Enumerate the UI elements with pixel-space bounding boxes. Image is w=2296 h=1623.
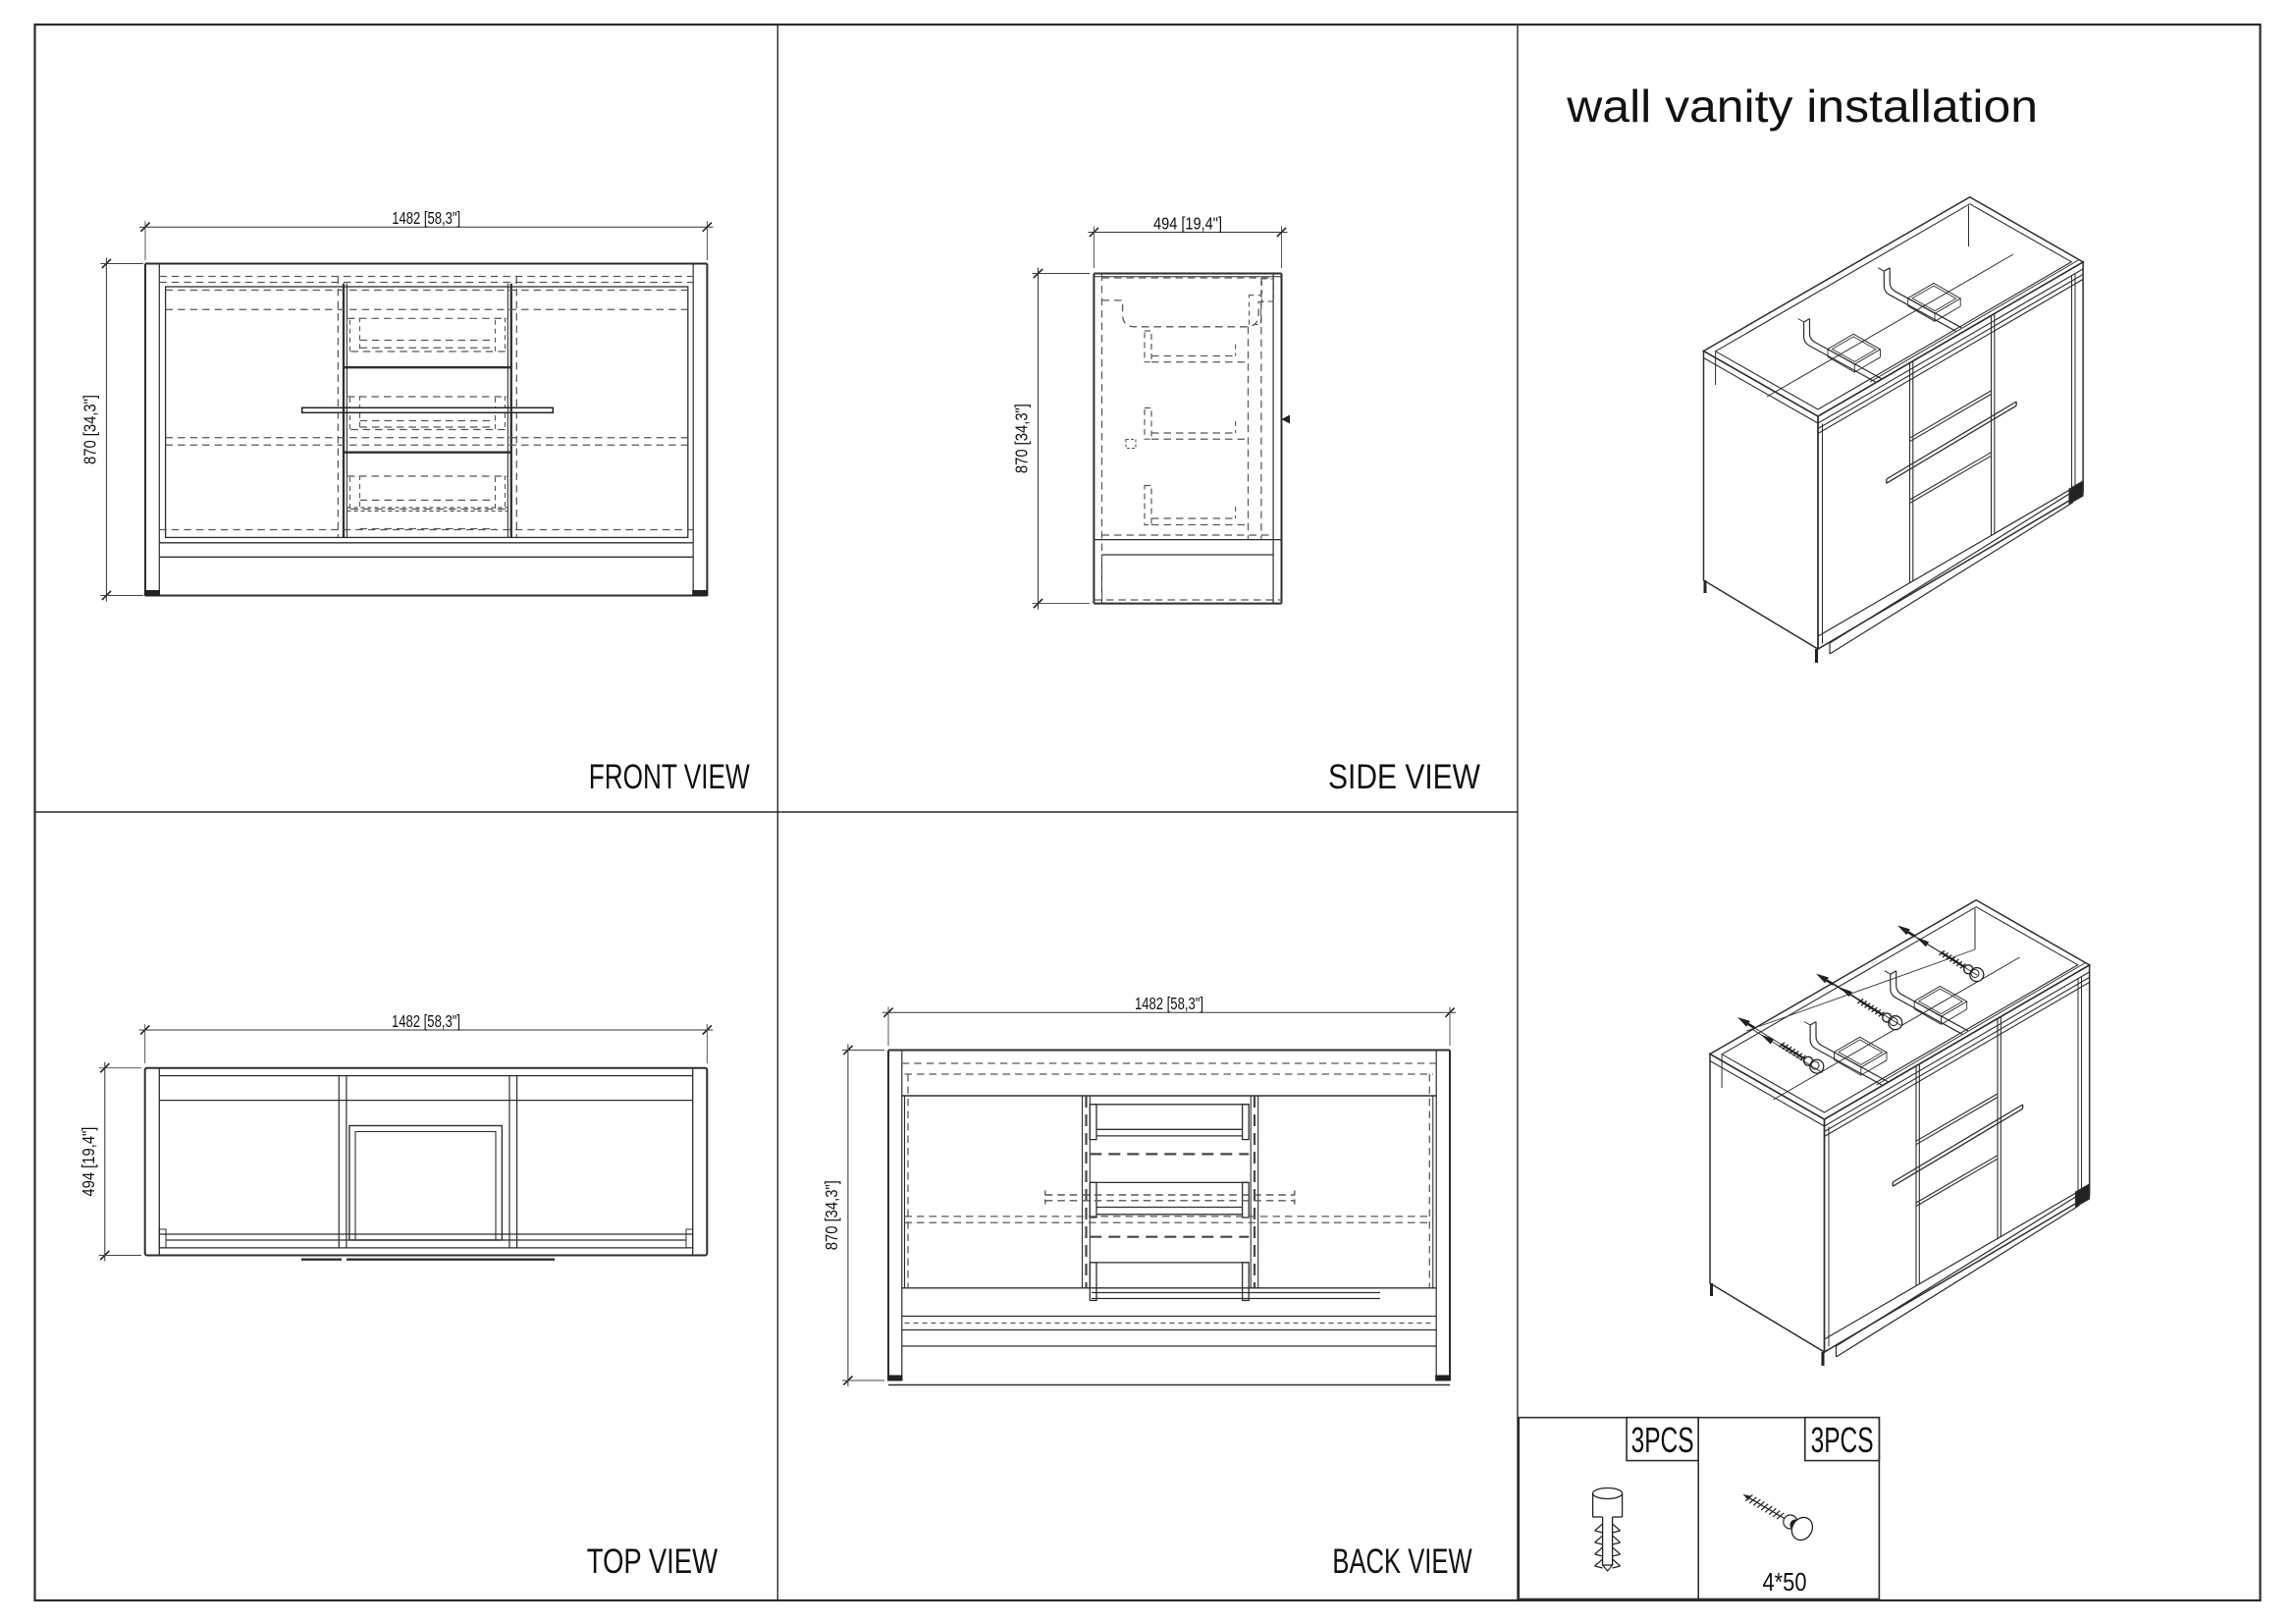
svg-text:3PCS: 3PCS: [1811, 1420, 1874, 1460]
svg-text:494 [19,4"]: 494 [19,4"]: [1153, 213, 1222, 233]
svg-text:870 [34,3"]: 870 [34,3"]: [1012, 404, 1032, 473]
svg-text:FRONT VIEW: FRONT VIEW: [589, 758, 750, 796]
svg-text:wall vanity installation: wall vanity installation: [1566, 81, 2038, 132]
svg-text:4*50: 4*50: [1763, 1567, 1807, 1596]
svg-text:870 [34,3"]: 870 [34,3"]: [822, 1180, 841, 1250]
svg-text:1482 [58,3"]: 1482 [58,3"]: [392, 1011, 460, 1031]
svg-text:BACK VIEW: BACK VIEW: [1332, 1542, 1471, 1581]
svg-text:3PCS: 3PCS: [1631, 1420, 1694, 1460]
svg-text:870 [34,3"]: 870 [34,3"]: [80, 395, 100, 464]
svg-text:TOP VIEW: TOP VIEW: [587, 1542, 718, 1581]
svg-text:SIDE VIEW: SIDE VIEW: [1328, 758, 1480, 796]
svg-text:1482 [58,3"]: 1482 [58,3"]: [392, 208, 460, 228]
svg-text:494 [19,4"]: 494 [19,4"]: [79, 1127, 98, 1197]
svg-text:1482 [58,3"]: 1482 [58,3"]: [1135, 994, 1203, 1013]
